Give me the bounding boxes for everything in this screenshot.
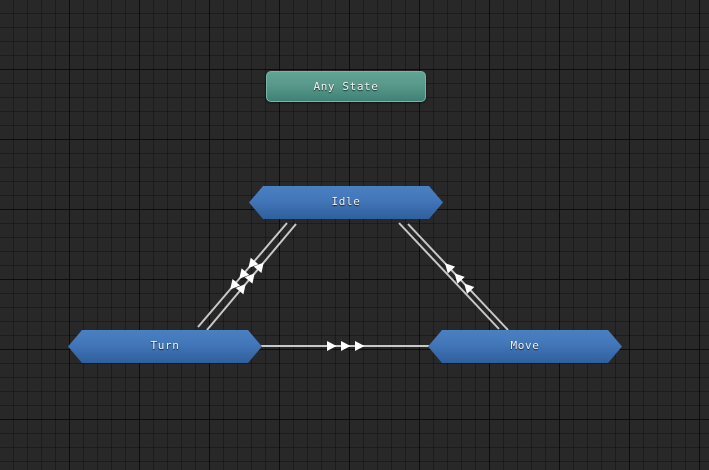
transition-line-turn-to-idle[interactable] bbox=[206, 223, 297, 331]
transition-arrow-idle-to-turn bbox=[239, 268, 250, 279]
transition-line-idle-to-turn[interactable] bbox=[197, 222, 288, 328]
transition-arrow-turn-to-move bbox=[341, 341, 351, 351]
transition-arrow-move-to-idle bbox=[454, 273, 465, 284]
transition-arrow-idle-to-turn bbox=[248, 257, 259, 269]
transition-arrow-turn-to-idle bbox=[235, 283, 246, 295]
node-label-turn: Turn bbox=[150, 339, 180, 352]
node-turn[interactable]: Turn bbox=[68, 330, 262, 363]
node-label-idle: Idle bbox=[331, 195, 361, 208]
transition-arrow-move-to-idle bbox=[464, 283, 475, 294]
transition-arrow-move-to-idle bbox=[444, 263, 456, 274]
node-label-any-state: Any State bbox=[313, 80, 379, 93]
transition-lines bbox=[197, 222, 509, 347]
transition-arrow-turn-to-idle bbox=[244, 273, 255, 284]
node-idle[interactable]: Idle bbox=[249, 186, 443, 219]
transition-line-idle-to-move[interactable] bbox=[398, 222, 500, 330]
node-label-move: Move bbox=[510, 339, 540, 352]
transition-arrow-turn-to-move bbox=[327, 341, 337, 351]
transition-arrow-idle-to-turn bbox=[230, 278, 241, 290]
node-move[interactable]: Move bbox=[428, 330, 622, 363]
transition-arrow-turn-to-move bbox=[355, 341, 365, 351]
transition-arrow-turn-to-idle bbox=[253, 262, 264, 273]
node-any-state[interactable]: Any State bbox=[266, 71, 426, 102]
transition-line-move-to-idle[interactable] bbox=[407, 223, 509, 331]
